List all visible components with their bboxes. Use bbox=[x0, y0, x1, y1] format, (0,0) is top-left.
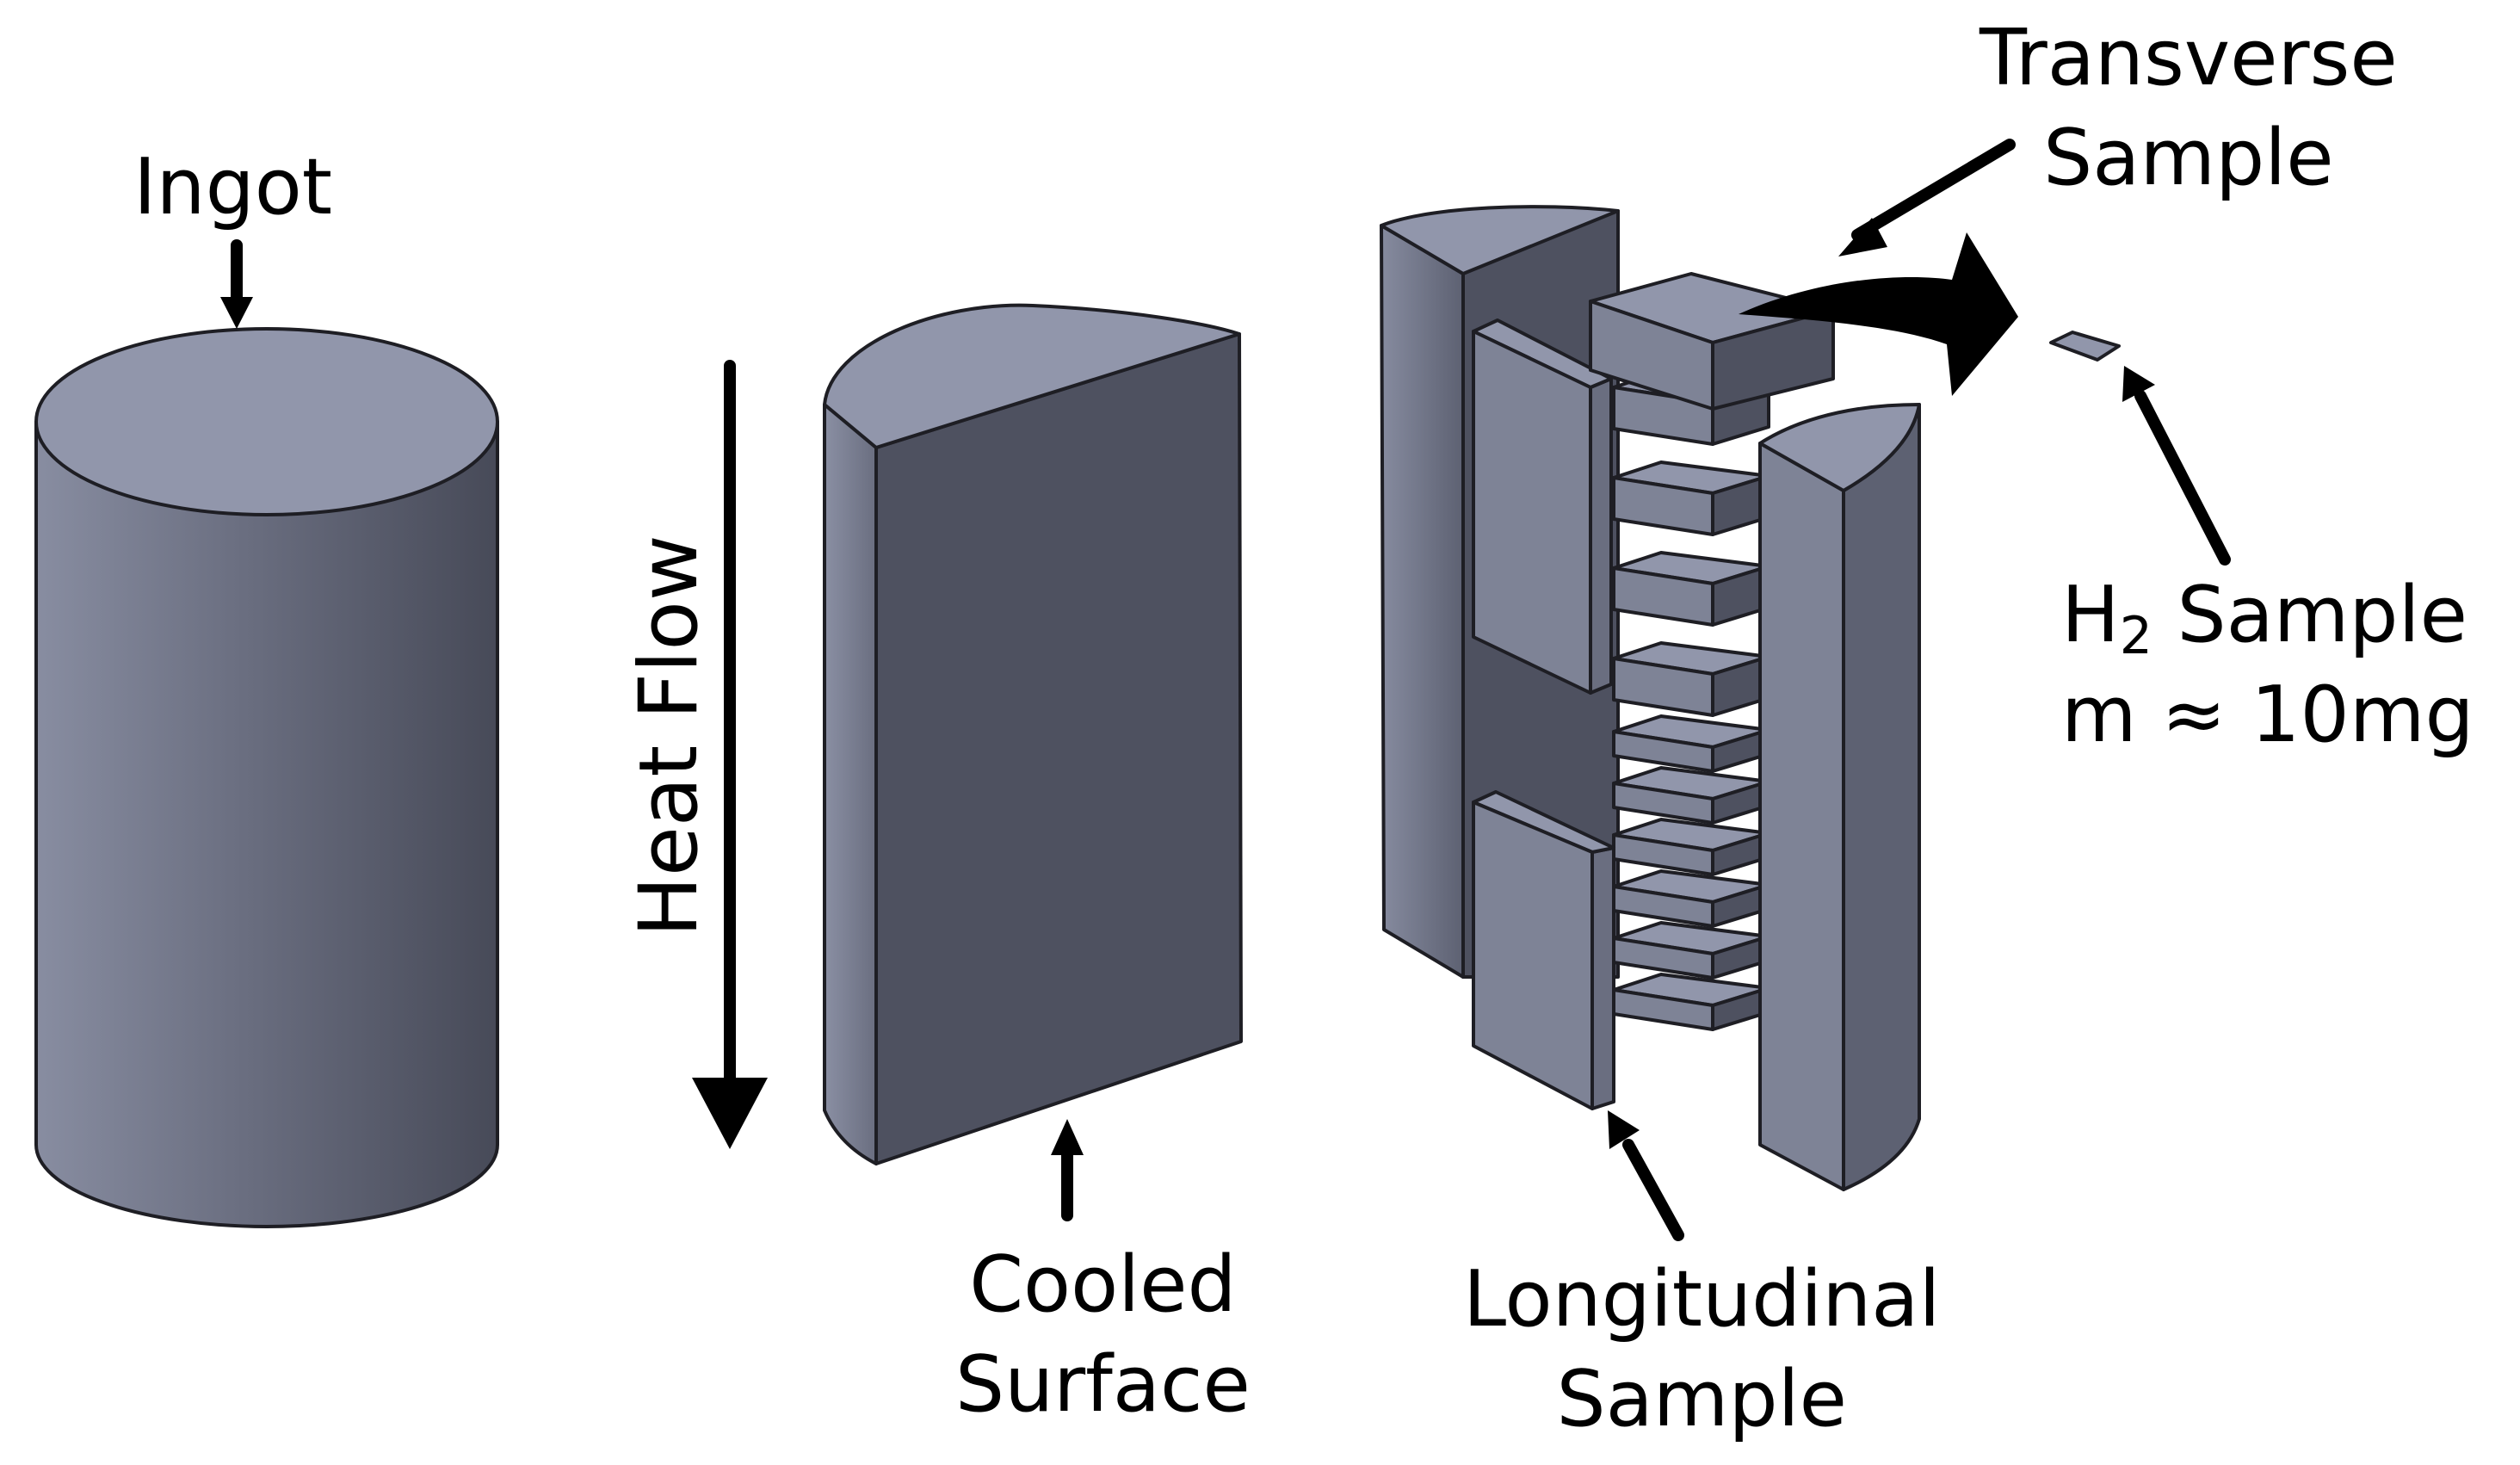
h2-prefix: H bbox=[2061, 570, 2120, 660]
upper-plate-edge bbox=[1589, 377, 1613, 695]
cooled-surface-arrowhead bbox=[1051, 1119, 1084, 1155]
cooled-surface-line-1: Cooled bbox=[969, 1239, 1237, 1330]
h2-sample-line: H2 Sample bbox=[2061, 566, 2474, 665]
sectioned-block bbox=[1380, 205, 1921, 1191]
cooled-surface-line-2: Surface bbox=[955, 1339, 1251, 1430]
longitudinal-sample-plate bbox=[1472, 800, 1594, 1110]
half-cylinder-curved-side bbox=[823, 403, 878, 1165]
h2-pointer-arrow bbox=[2134, 390, 2231, 566]
right-curved-top bbox=[1758, 403, 1921, 492]
pointer-arrows bbox=[220, 139, 2231, 1241]
half-cylinder-top bbox=[823, 303, 1241, 449]
transverse-sample-line-2: Sample bbox=[2043, 113, 2334, 203]
h2-arrowhead bbox=[2122, 366, 2155, 402]
ingot-cylinder bbox=[34, 327, 499, 1228]
right-curved-front bbox=[1758, 442, 1845, 1191]
ingot-label: Ingot bbox=[133, 142, 333, 232]
cut-face bbox=[874, 332, 1243, 1165]
left-curved-top bbox=[1380, 205, 1620, 275]
transverse-sample-line-1: Transverse bbox=[1980, 13, 2398, 103]
mass-line: m ≈ 10mg bbox=[2061, 670, 2474, 760]
heat-flow-arrowhead bbox=[692, 1078, 768, 1149]
transverse-slice-stack bbox=[1612, 370, 1770, 1031]
left-curved-side bbox=[1380, 224, 1465, 979]
transverse-pointer-arrow bbox=[1851, 139, 2016, 241]
ingot-top bbox=[34, 327, 499, 516]
transverse-arrowhead bbox=[1838, 218, 1887, 257]
right-curved-side bbox=[1842, 403, 1921, 1191]
longitudinal-pointer-arrow bbox=[1622, 1139, 1684, 1241]
lower-plate-edge bbox=[1590, 846, 1615, 1110]
h2-subscript: 2 bbox=[2119, 606, 2152, 666]
upper-plate-front bbox=[1472, 330, 1592, 695]
longitudinal-sample-line-2: Sample bbox=[1556, 1354, 1847, 1444]
longitudinal-sample-label: Longitudinal Sample bbox=[1463, 1250, 1940, 1450]
cooled-surface-label: Cooled Surface bbox=[955, 1235, 1251, 1435]
ingot-arrowhead bbox=[220, 297, 253, 329]
half-cylinder bbox=[823, 303, 1243, 1165]
transverse-block-right bbox=[1711, 308, 1835, 411]
h2-suffix: Sample bbox=[2152, 570, 2468, 660]
h2-sample-label: H2 Sample m ≈ 10mg bbox=[2061, 566, 2474, 765]
ingot-side bbox=[34, 420, 499, 1228]
extraction-arrow bbox=[1739, 232, 2018, 396]
transverse-sample-label: Transverse Sample bbox=[1980, 9, 2398, 208]
h2-sample-chip bbox=[2049, 331, 2121, 362]
heat-flow-label: Heat Flow bbox=[622, 535, 716, 937]
longitudinal-arrowhead bbox=[1608, 1110, 1640, 1149]
longitudinal-sample-line-1: Longitudinal bbox=[1463, 1254, 1941, 1344]
